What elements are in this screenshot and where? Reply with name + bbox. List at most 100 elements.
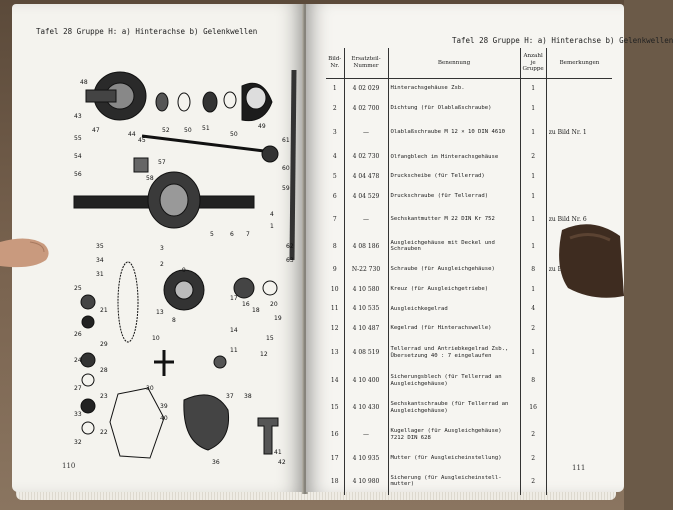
cell-remarks [546, 421, 612, 448]
cell-quantity: 1 [520, 166, 547, 187]
callout: 51 [202, 125, 210, 132]
cell-remarks: zu Bild Nr. 1 [548, 129, 587, 137]
cell-remarks [546, 319, 612, 339]
cell-bild-nr: 5 [326, 166, 345, 187]
cell-name: Druckschraube (für Tellerrad) [388, 186, 521, 206]
callout: 3 [160, 245, 164, 252]
callout: 40 [160, 415, 168, 422]
left-page-header: Tafel 28 Gruppe H: a) Hinterachse b) Gel… [36, 27, 258, 36]
cell-bild-nr: 10 [326, 279, 345, 300]
callout: 39 [160, 403, 168, 410]
cell-name: Tellerrad und Antriebkegelrad Zsb., Über… [388, 338, 521, 368]
callout: 33 [74, 411, 82, 418]
callout: 10 [152, 335, 160, 342]
callout: 12 [260, 351, 268, 358]
callout: 44 [128, 131, 136, 138]
callout: 30 [146, 385, 154, 392]
book-gutter [302, 4, 308, 494]
cell-quantity: 8 [520, 367, 547, 395]
cell-remarks [546, 99, 612, 119]
callout: 45 [138, 137, 146, 144]
wooden-knob [559, 224, 624, 298]
left-page-number: 110 [62, 462, 76, 470]
open-book: Tafel 28 Gruppe H: a) Hinterachse b) Gel… [12, 4, 673, 502]
callout: 58 [146, 175, 154, 182]
cell-part-number: 4 02 029 [344, 78, 389, 99]
left-page: Tafel 28 Gruppe H: a) Hinterachse b) Gel… [12, 4, 304, 492]
cell-part-number: 4 04 529 [344, 186, 389, 206]
callout: 36 [212, 459, 220, 466]
callout: 11 [230, 347, 238, 354]
cell-part-number: 4 10 487 [344, 318, 389, 339]
callout: 42 [278, 459, 286, 466]
cell-name: Dichtung (für Olablaßschraube) [388, 98, 521, 119]
cell-part-number: 4 10 580 [344, 279, 389, 300]
callout: 55 [74, 135, 82, 142]
right-page-header: Tafel 28 Gruppe H: a) Hinterachse b) Gel… [452, 36, 673, 45]
callout: 54 [74, 153, 82, 160]
callout: 16 [242, 301, 250, 308]
callout: 41 [274, 449, 282, 456]
callout: 19 [274, 315, 282, 322]
cell-name: Hinterachsgehäuse Zsb. [388, 78, 521, 99]
cell-bild-nr: 2 [326, 98, 345, 119]
callout: 50 [230, 131, 238, 138]
cell-name: Sechskantmutter M 22 DIN Kr 752 [388, 205, 521, 233]
callout: 62 [286, 243, 294, 250]
cell-bild-nr: 18 [326, 467, 345, 495]
cell-name: Druckscheibe (für Tellerrad) [388, 166, 521, 187]
right-page-number: 111 [572, 464, 586, 472]
callout: 48 [80, 79, 88, 86]
cell-part-number: 4 10 980 [344, 467, 389, 495]
callout: 26 [74, 331, 82, 338]
cell-remarks [546, 299, 612, 319]
cell-part-number: 4 08 519 [344, 338, 389, 368]
parts-table-header: Bild-Nr. Ersatzteil-Nummer Benennung Anz… [326, 48, 613, 79]
cell-name: Olfangblech im Hinterachsgehäuse [388, 147, 521, 167]
cell-bild-nr: 9 [326, 259, 345, 280]
cell-name: Kugellager (für Ausgleichgehäuse) 7212 D… [388, 421, 521, 449]
callout: 13 [156, 309, 164, 316]
callout: 2 [160, 261, 164, 268]
cell-bild-nr: 6 [326, 186, 345, 206]
callout: 31 [96, 271, 104, 278]
callout: 28 [100, 367, 108, 374]
col-header-bild-nr: Bild-Nr. [326, 48, 345, 79]
cell-part-number: 4 10 430 [344, 394, 389, 422]
col-header-quantity: Anzahl je Gruppe [520, 48, 547, 79]
callout: 9 [182, 267, 186, 274]
cell-quantity: 2 [520, 421, 547, 449]
cell-remarks [546, 338, 612, 367]
cell-bild-nr: 7 [326, 205, 345, 233]
col-header-remarks: Bemerkungen [546, 48, 613, 79]
callout: 49 [258, 123, 266, 130]
cell-part-number: — [344, 118, 389, 148]
cell-bild-nr: 15 [326, 394, 345, 422]
callout: 21 [100, 307, 108, 314]
cell-quantity: 8 [520, 259, 547, 280]
cell-part-number: 4 08 186 [344, 232, 389, 260]
cell-part-number: N-22 730 [344, 259, 389, 280]
cell-remarks: zu Bild Nr. 6 [548, 215, 587, 223]
parts-table: Bild-Nr. Ersatzteil-Nummer Benennung Anz… [326, 48, 613, 495]
cell-bild-nr: 1 [326, 78, 345, 99]
cell-remarks [546, 167, 612, 187]
callout: 38 [244, 393, 252, 400]
cell-bild-nr: 17 [326, 448, 345, 468]
cell-part-number: 4 02 730 [344, 147, 389, 167]
cell-part-number: 4 02 700 [344, 98, 389, 119]
table-row: 16—Kugellager (für Ausgleichgehäuse) 721… [326, 421, 612, 449]
cell-part-number: 4 10 935 [344, 448, 389, 468]
callout: 23 [100, 393, 108, 400]
